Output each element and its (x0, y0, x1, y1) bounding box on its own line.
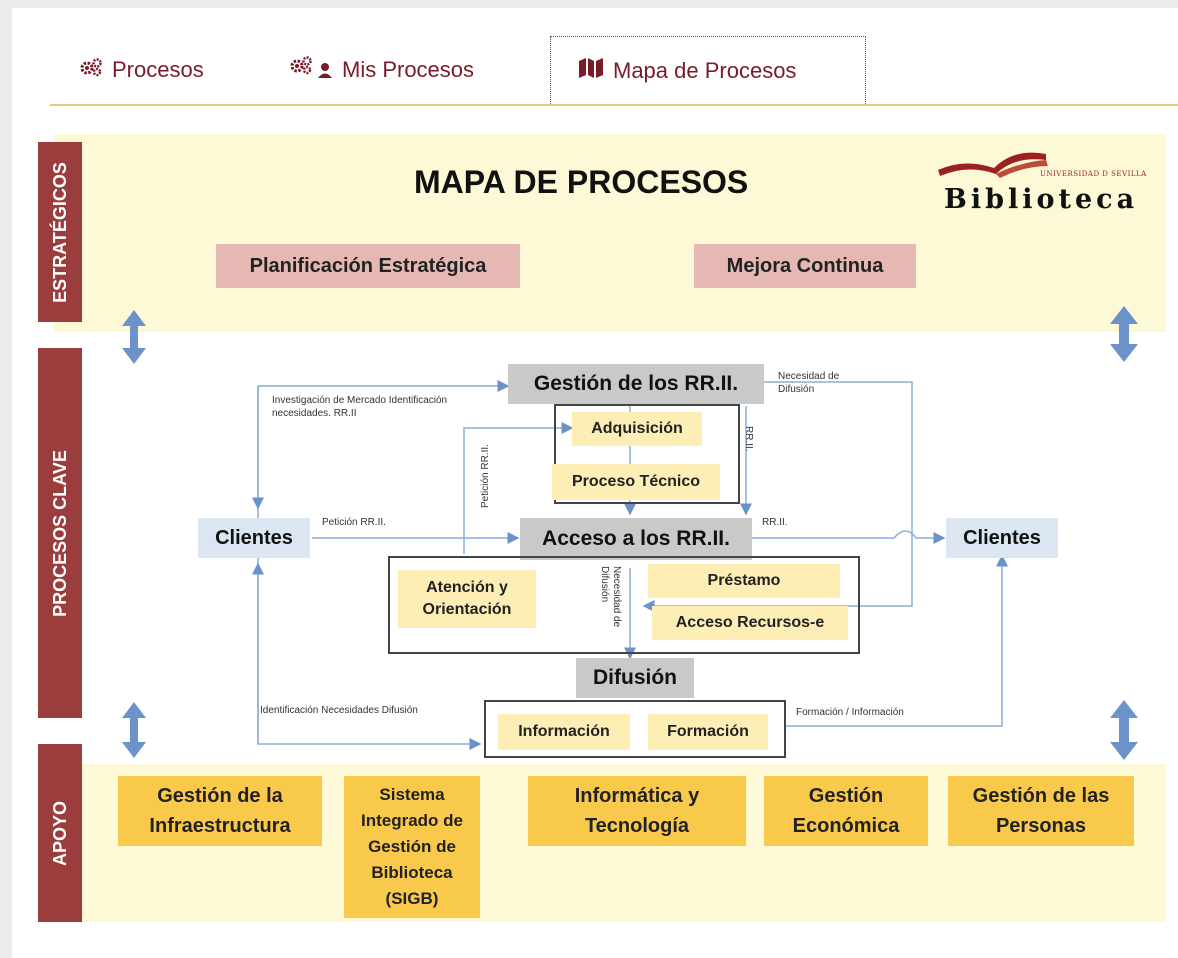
box-difusion: Difusión (576, 658, 694, 698)
frame-acceso (388, 556, 860, 654)
note-identificacion-necesidades: Identificación Necesidades Difusión (260, 705, 418, 716)
note-necesidad-vertical: Necesidad de Difusión (599, 566, 622, 628)
logo-text: Biblioteca (944, 184, 1139, 215)
tab-procesos-label: Procesos (112, 57, 204, 82)
section-label-estrategicos: ESTRATÉGICOS (38, 142, 82, 322)
box-mejora-continua: Mejora Continua (694, 244, 916, 288)
box-gestion-personas: Gestión de las Personas (948, 776, 1134, 846)
tab-bar: Procesos Mis Procesos Mapa de Procesos (50, 36, 1178, 106)
tab-mapa-procesos-label: Mapa de Procesos (613, 57, 797, 83)
gears-user-icon (290, 55, 334, 85)
diagram-title: MAPA DE PROCESOS (414, 164, 749, 200)
tab-procesos[interactable]: Procesos (80, 36, 204, 104)
box-gestion-economica: Gestión Económica (764, 776, 928, 846)
note-rrii-right: RR.II. (762, 517, 788, 528)
section-label-apoyo: APOYO (38, 744, 82, 922)
tab-mis-procesos[interactable]: Mis Procesos (290, 36, 474, 104)
box-informatica-tecnologia: Informática y Tecnología (528, 776, 746, 846)
note-peticion: Petición RR.II. (322, 517, 386, 528)
section-label-procesos-clave: PROCESOS CLAVE (38, 348, 82, 718)
double-arrows (122, 306, 1138, 760)
gears-icon (80, 57, 104, 83)
box-sigb: Sistema Integrado de Gestión de Bibliote… (344, 776, 480, 918)
note-necesidad-difusion: Necesidad de Difusión (778, 371, 840, 395)
note-peticion-vertical: Petición RR.II. (480, 444, 491, 508)
box-formacion: Formación (648, 714, 768, 750)
box-planificacion-estrategica: Planificación Estratégica (216, 244, 520, 288)
box-acceso-recursos-e: Acceso Recursos-e (652, 606, 848, 640)
box-gestion-infraestructura: Gestión de la Infraestructura (118, 776, 322, 846)
box-clientes-right: Clientes (946, 518, 1058, 558)
box-proceso-tecnico: Proceso Técnico (552, 464, 720, 500)
map-icon (577, 57, 605, 85)
box-prestamo: Préstamo (648, 564, 840, 598)
note-investigacion: Investigación de Mercado Identificación … (272, 395, 448, 419)
frame-difusion (484, 700, 786, 758)
diagram-connectors (122, 306, 1138, 760)
note-rrii-vertical: RR.II. (743, 426, 754, 452)
logo: UNIVERSIDAD D SEVILLA Biblioteca (928, 140, 1168, 220)
tab-mapa-procesos[interactable]: Mapa de Procesos (550, 36, 866, 104)
box-clientes-left: Clientes (198, 518, 310, 558)
logo-subtitle: UNIVERSIDAD D SEVILLA (1040, 170, 1147, 178)
box-informacion: Información (498, 714, 630, 750)
tab-mis-procesos-label: Mis Procesos (342, 57, 475, 82)
box-adquisicion: Adquisición (572, 412, 702, 446)
box-acceso-rrii: Acceso a los RR.II. (520, 518, 752, 560)
logo-book-icon (938, 152, 1048, 178)
box-gestion-rrii: Gestión de los RR.II. (508, 364, 764, 404)
page: Procesos Mis Procesos Mapa de Procesos E… (12, 8, 1178, 958)
frame-adquisicion (554, 404, 740, 504)
note-formacion-informacion: Formación / Información (796, 707, 904, 718)
box-atencion-orientacion: Atención y Orientación (398, 570, 536, 628)
